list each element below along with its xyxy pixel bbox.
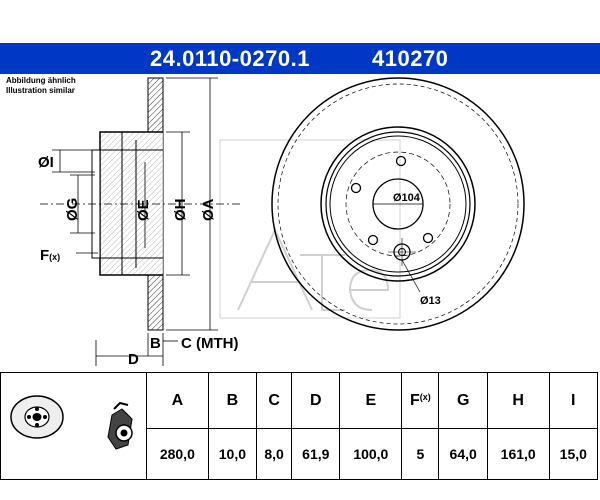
ate-logo-watermark <box>219 139 401 319</box>
illustration-note: Abbildung ähnlich Illustration similar <box>6 76 76 96</box>
value-a: 280,0 <box>146 428 209 480</box>
table-header-row: A B C D E F(x) G H I <box>0 371 599 480</box>
label-dia-i: ØI <box>38 154 54 171</box>
label-dia-e: ØE <box>135 199 152 221</box>
part-number: 24.0110-0270.1 <box>150 46 310 71</box>
header-c: C <box>256 371 293 430</box>
value-h: 161,0 <box>486 428 550 480</box>
label-offset-f: F(x) <box>40 247 60 264</box>
table-values-row: 280,0 10,0 8,0 61,9 100,0 5 64,0 161,0 1… <box>1 428 599 480</box>
label-offset-f-suffix: (x) <box>49 252 60 262</box>
bolt-hole <box>350 182 362 194</box>
note-line-german: Abbildung ähnlich <box>6 76 76 85</box>
brake-disc-icon <box>9 394 64 439</box>
header-b: B <box>207 371 258 430</box>
disc-and-caliper-icons <box>9 394 133 450</box>
header-a: A <box>146 371 209 430</box>
table-icon-cell <box>0 372 147 480</box>
label-offset-f-letter: F <box>40 247 49 264</box>
label-dim-c: C (MTH) <box>181 335 238 352</box>
value-i: 15,0 <box>548 428 599 480</box>
label-dia-h: ØH <box>172 199 189 222</box>
label-dim-d: D <box>128 351 139 368</box>
disc-front-view <box>271 77 525 331</box>
note-line-english: Illustration similar <box>6 86 75 95</box>
header-g: G <box>438 371 488 430</box>
header-f-suffix: (x) <box>419 391 431 402</box>
header-f-letter: F <box>409 391 420 409</box>
brake-caliper-icon <box>106 401 133 450</box>
bolt-hole <box>422 232 434 244</box>
disc-outer-edge <box>271 77 525 331</box>
title-bar: 24.0110-0270.1 410270 <box>0 43 600 74</box>
value-c: 8,0 <box>256 428 293 480</box>
reference-number: 410270 <box>372 46 449 71</box>
label-dia-13: Ø13 <box>420 295 441 307</box>
dimension-lines <box>52 77 218 366</box>
bolt-circle <box>345 151 451 257</box>
header-h: H <box>486 371 550 430</box>
label-dia-104: Ø104 <box>393 192 421 204</box>
disc-section-view <box>40 77 240 331</box>
value-g: 64,0 <box>438 428 488 480</box>
bolt-hole <box>395 155 407 167</box>
value-e: 100,0 <box>339 428 403 480</box>
technical-drawing: ØI ØG ØE ØH ØA F(x) D B C (MTH) Ø104 Ø13 <box>38 77 525 368</box>
bolt-hole <box>367 234 379 246</box>
label-dia-a: ØA <box>200 198 217 221</box>
header-i: I <box>548 371 599 430</box>
value-f: 5 <box>401 428 440 480</box>
label-dia-g: ØG <box>64 198 81 221</box>
header-e: E <box>339 371 403 430</box>
value-b: 10,0 <box>207 428 258 480</box>
value-d: 61,9 <box>291 428 341 480</box>
header-f: F(x) <box>401 371 440 430</box>
header-d: D <box>291 371 341 430</box>
specs-table: A B C D E F(x) G H I 280,0 10,0 8,0 61,9… <box>0 371 599 480</box>
label-dim-b: B <box>150 335 161 352</box>
